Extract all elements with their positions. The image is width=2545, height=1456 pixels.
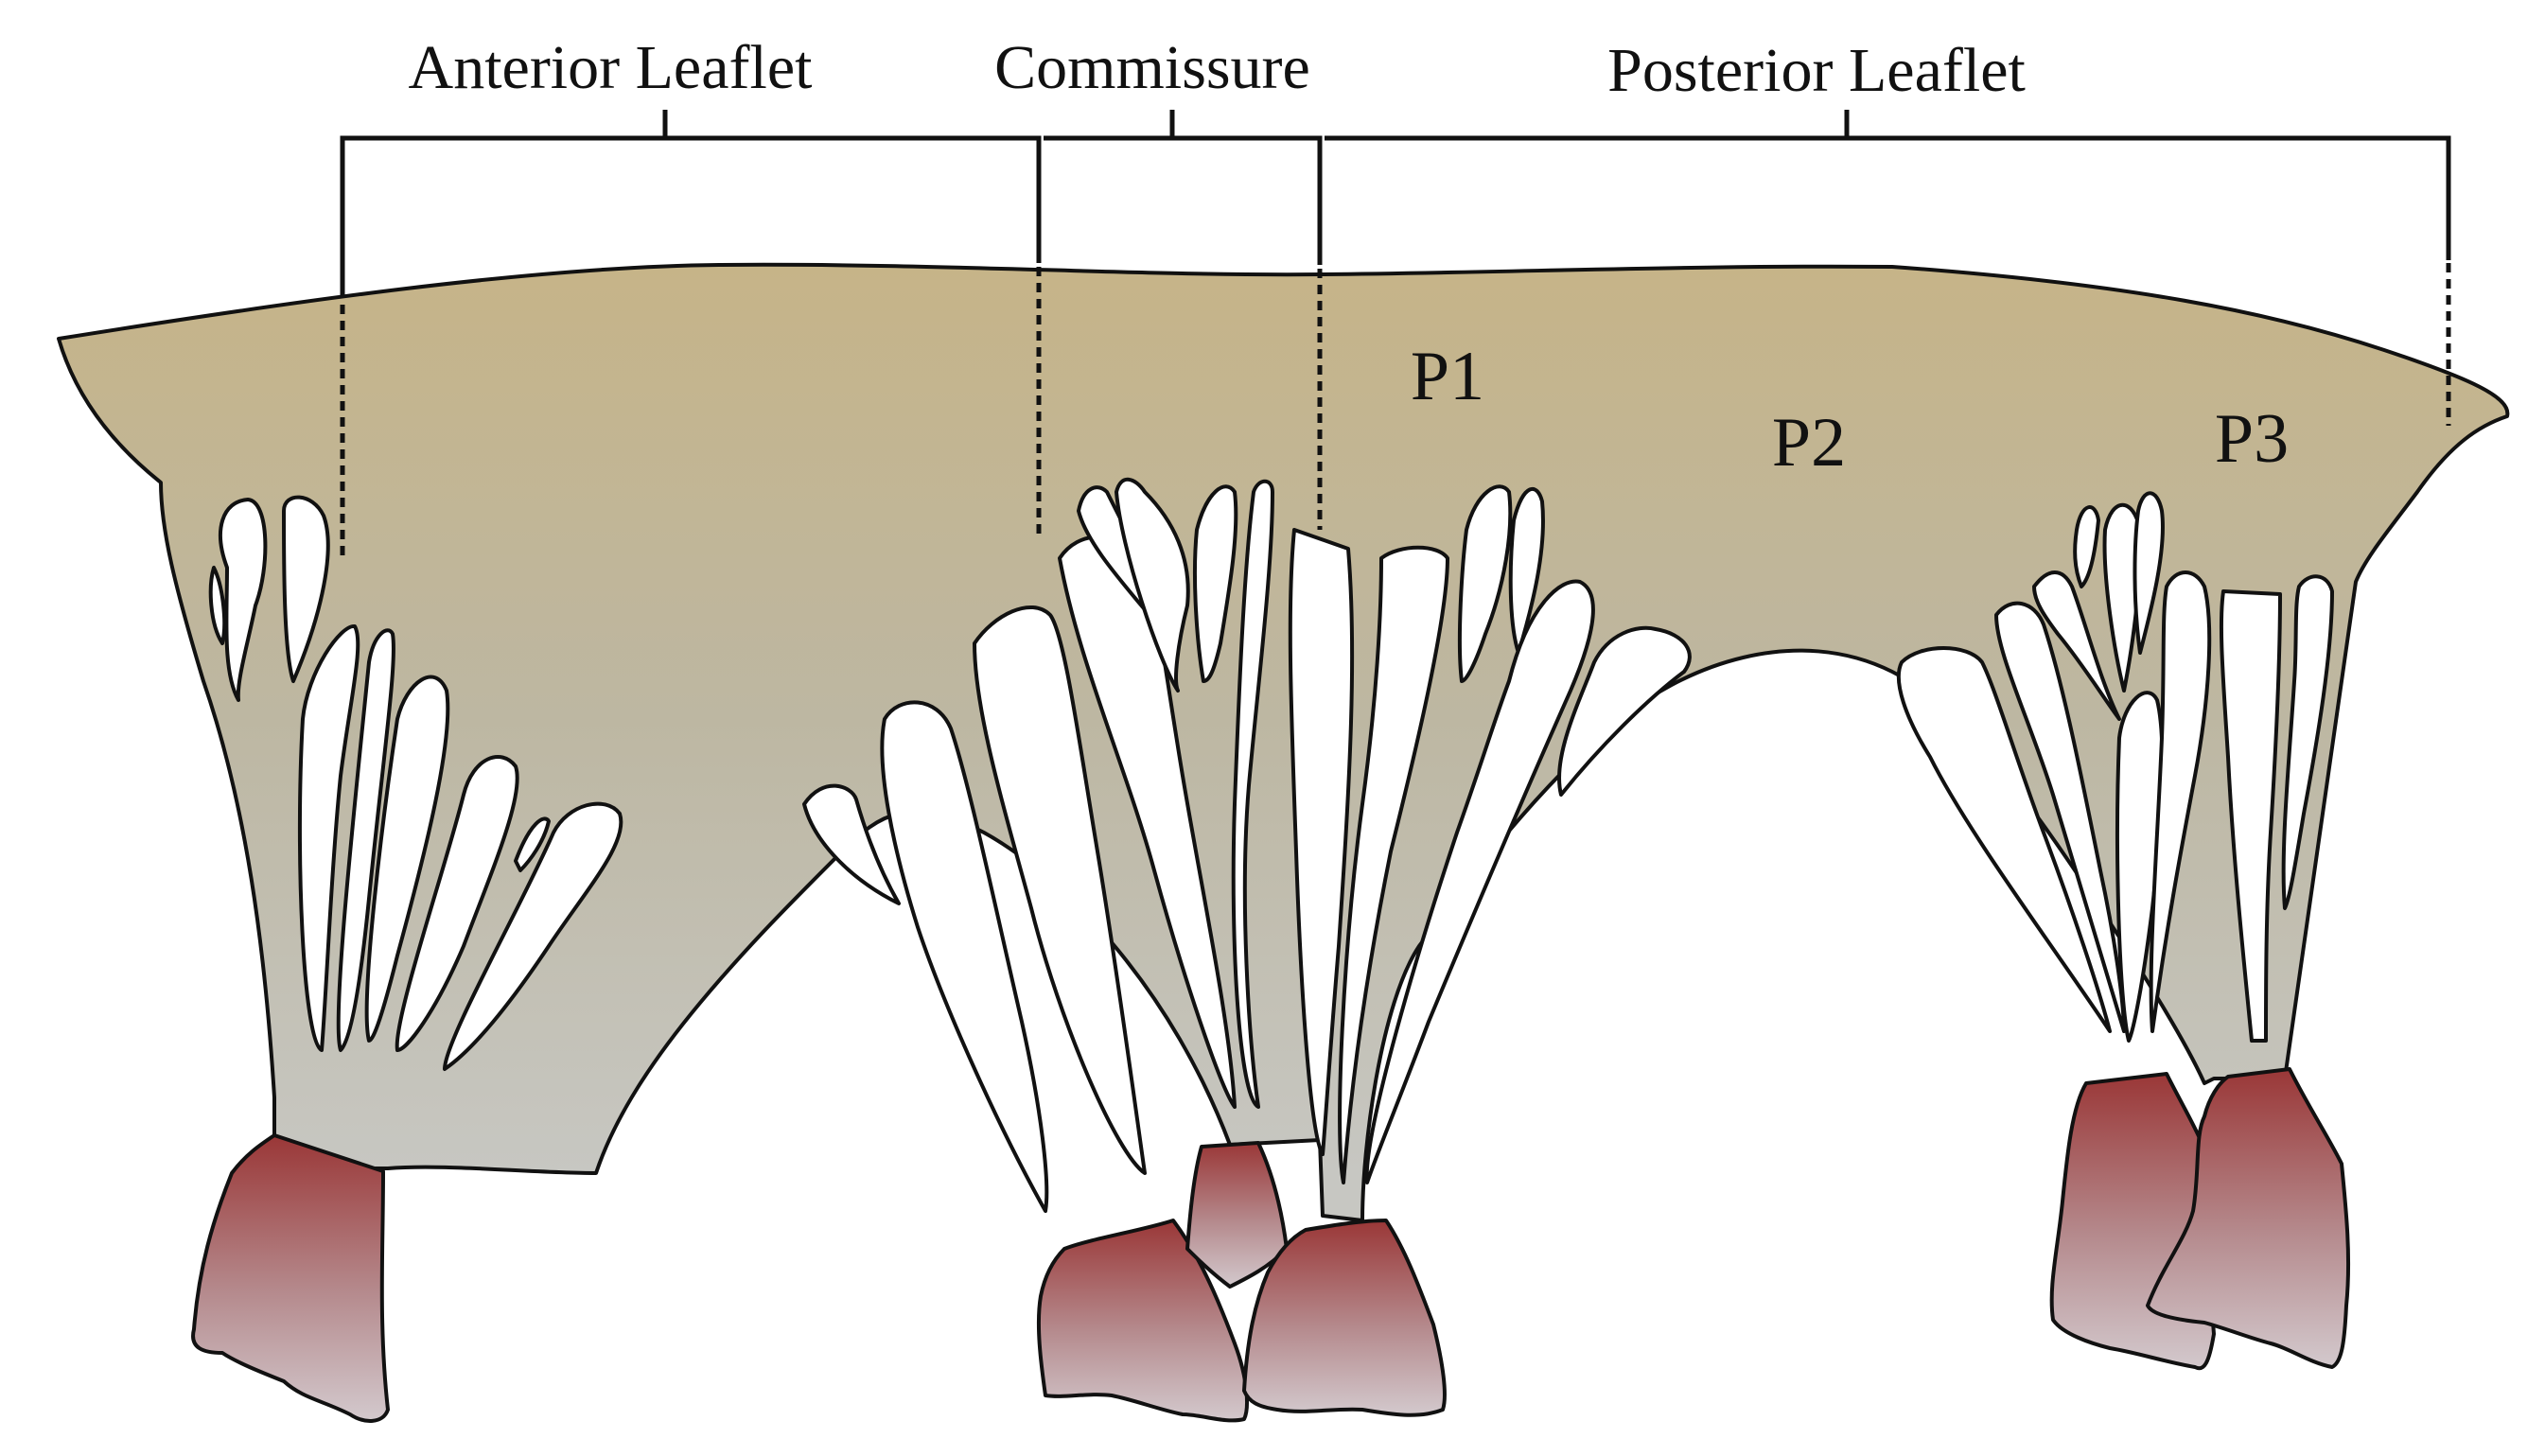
p2-scallop-label: P2 [1772,404,1846,482]
chord-gap [219,498,268,702]
papillary-muscle-posterior-right [2146,1067,2351,1369]
region-dividers [340,263,2451,560]
commissure-bracket [1044,135,1323,265]
chord-gap [880,700,1049,1213]
papillary-muscle-commissural-left [1036,1219,1249,1423]
chord-gap [282,495,330,683]
commissural-chordae-gaps [802,477,1692,1213]
p3-scallop-label: P3 [2215,400,2289,478]
chord-gap [2219,589,2282,1043]
chord-gap [2073,505,2100,588]
chord-gap [395,755,519,1052]
region-brackets [340,110,2451,289]
chord-gap [297,624,360,1052]
papillary-muscle-commissural-right [1242,1219,1447,1417]
posterior-chordae-gaps [1896,491,2334,1043]
chord-gap [1231,479,1274,1109]
posterior-leaflet-bracket [1325,135,2451,260]
chord-gap [1457,484,1513,683]
chord-gap [2149,570,2212,1033]
anterior-chordae-gaps [208,495,623,1071]
chord-gap [336,628,395,1052]
chord-gap [1364,579,1595,1184]
commissure-label: Commissure [994,33,1310,102]
chord-gap [208,566,227,645]
chord-gap [1115,477,1190,693]
valve-leaflet-tissue [57,262,2510,1222]
chord-gap [1192,484,1238,683]
chord-gap [2115,691,2165,1043]
chord-gap [443,801,623,1071]
anterior-leaflet-label: Anterior Leaflet [409,33,813,102]
chord-gap [2133,491,2165,655]
posterior-leaflet-label: Posterior Leaflet [1607,36,2026,105]
chord-gap [1896,646,2112,1033]
chord-gap [364,675,450,1043]
p1-scallop-label: P1 [1411,338,1484,415]
chord-gap [802,783,901,905]
papillary-muscles [191,1067,2351,1423]
papillary-muscle-commissural-middle [1185,1141,1289,1289]
chord-gap [2102,502,2143,693]
chord-gap [514,816,551,872]
papillary-muscle-anterior [191,1133,390,1423]
chord-gap [1288,528,1355,1156]
chord-gap [1338,545,1449,1184]
anterior-leaflet-bracket [340,135,1042,289]
chord-gap [2032,570,2121,721]
chord-gap [1557,625,1692,797]
chord-gap [973,605,1147,1175]
chord-gap [2281,574,2334,910]
chord-gap [1508,486,1545,655]
